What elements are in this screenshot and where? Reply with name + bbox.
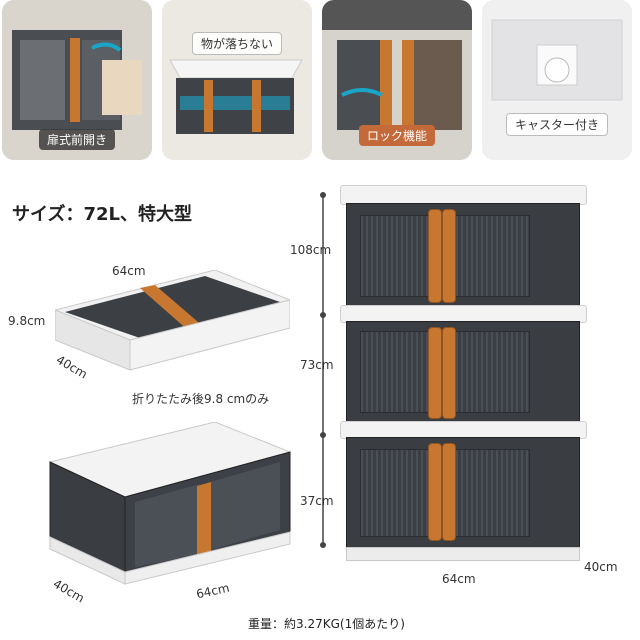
- lock-strap: [442, 327, 456, 419]
- single-box: [45, 421, 295, 602]
- lock-strap: [428, 327, 442, 419]
- weight-note: 重量：約3.27KG(1個あたり): [248, 617, 405, 631]
- feature-caption: 扉式前開き: [38, 129, 116, 150]
- folded-box-illustration: [53, 269, 292, 371]
- stack-height-guide: [320, 192, 326, 548]
- stacked-boxes: [340, 185, 590, 575]
- feature-caption: キャスター付き: [505, 113, 609, 136]
- caster-wheel-illustration: [482, 0, 632, 160]
- folded-width-label: 64cm: [112, 264, 146, 278]
- size-title: サイズ：72L、特大型: [12, 204, 192, 225]
- feature-caption: 物が落ちない: [191, 32, 283, 55]
- lock-strap: [428, 209, 442, 303]
- closed-box-illustration: [162, 0, 312, 160]
- stack-two-height-label: 73cm: [300, 358, 334, 372]
- feature-caption: ロック機能: [358, 125, 436, 146]
- feature-photo-front-door: 扉式前開き: [2, 0, 152, 160]
- feature-photo-no-fall: 物が落ちない: [162, 0, 312, 160]
- door-open-illustration: [2, 0, 152, 160]
- stack-depth-label: 40cm: [584, 560, 618, 574]
- single-box-illustration: [48, 421, 292, 585]
- feature-photo-lock: ロック機能: [322, 0, 472, 160]
- stack-total-height-label: 108cm: [290, 243, 332, 257]
- lock-strap: [442, 209, 456, 303]
- stack-one-height-label: 37cm: [300, 494, 334, 508]
- lock-strap: [428, 443, 442, 541]
- stack-width-label: 64cm: [442, 572, 476, 586]
- folded-box: [53, 269, 292, 385]
- folded-note: 折りたたみ後9.8 cmのみ: [132, 392, 270, 406]
- folded-height-label: 9.8cm: [8, 314, 46, 328]
- feature-photo-caster: キャスター付き: [482, 0, 632, 160]
- lock-strap: [442, 443, 456, 541]
